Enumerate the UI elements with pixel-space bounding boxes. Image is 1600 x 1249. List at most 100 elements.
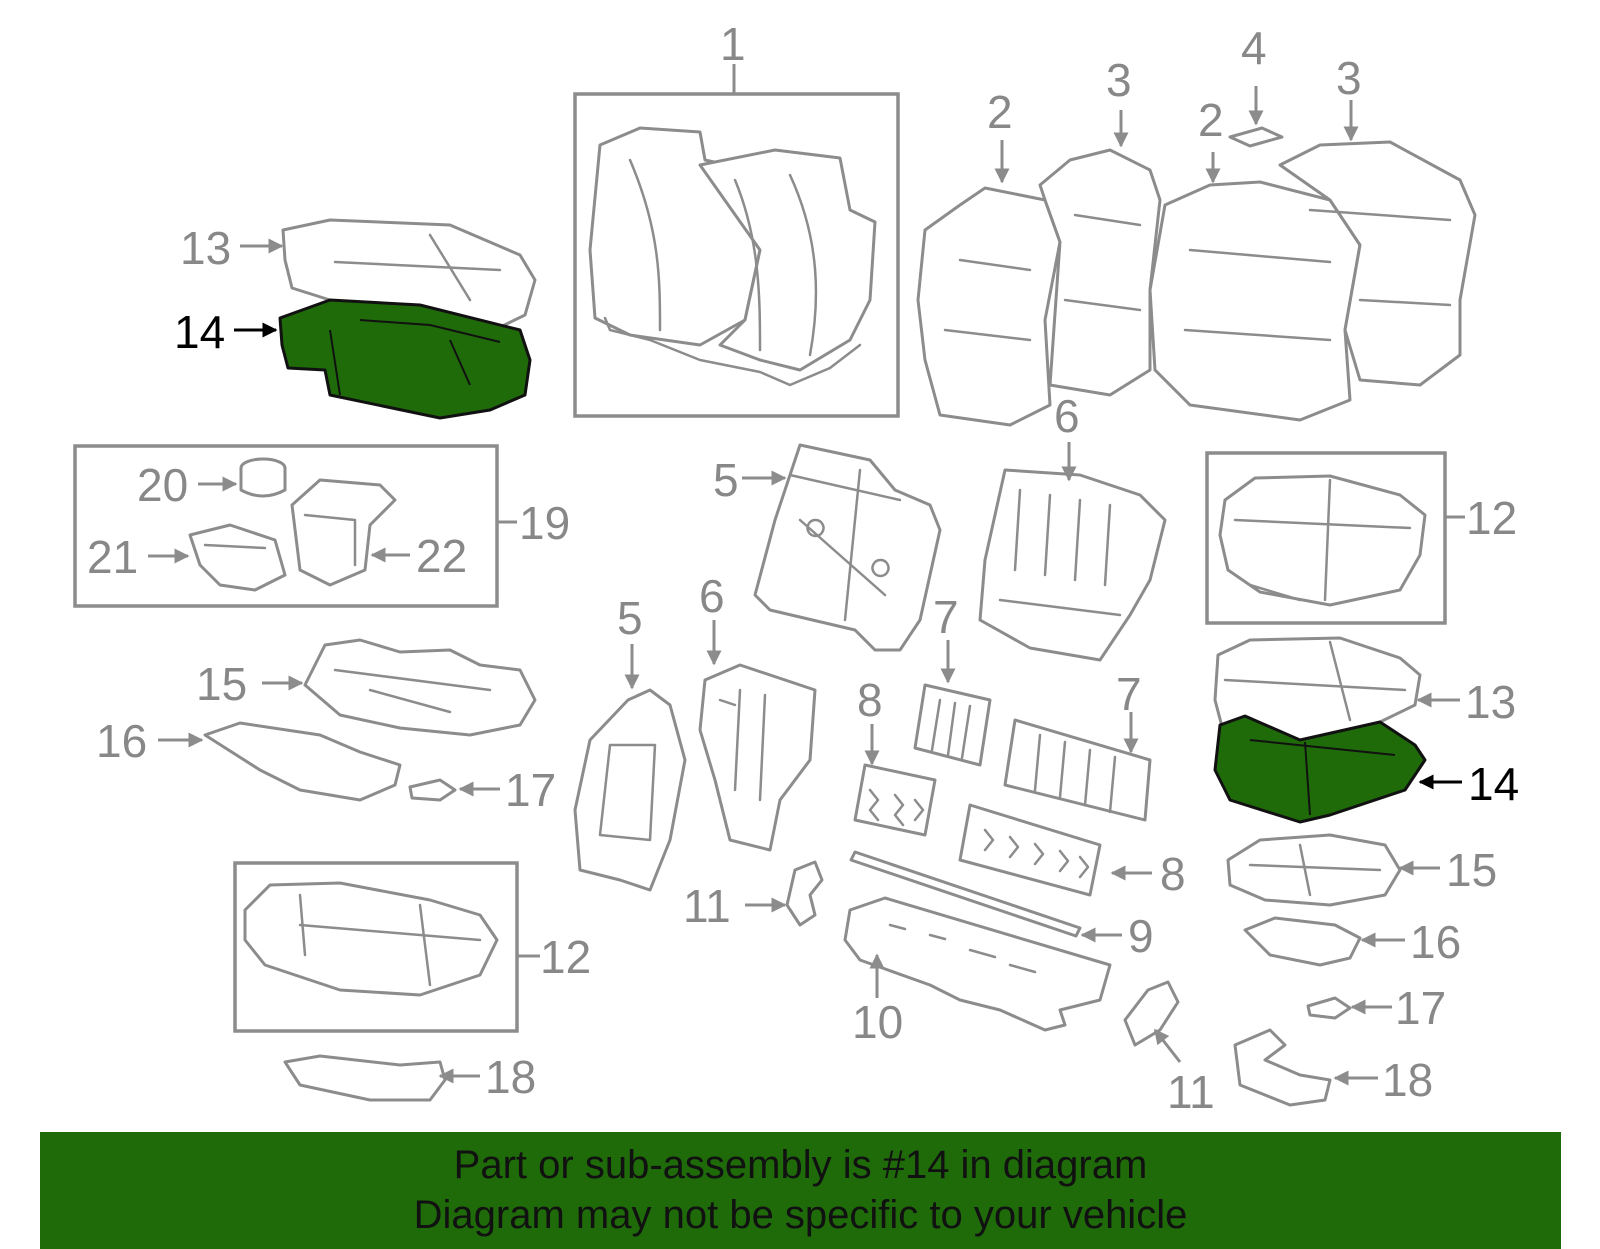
spring-panel-7-right bbox=[1003, 718, 1152, 822]
box-1 bbox=[573, 92, 900, 418]
box-19 bbox=[73, 444, 499, 608]
frame-5-upper-detail bbox=[788, 468, 902, 622]
clip-11-lower bbox=[1123, 980, 1180, 1047]
label-15-left: 15 bbox=[196, 658, 247, 710]
box-12-left bbox=[233, 861, 519, 1033]
cup-ring-body-20 bbox=[239, 468, 287, 498]
spring-panel-7-right-ribs bbox=[1033, 733, 1117, 814]
label-19: 19 bbox=[519, 497, 570, 549]
label-3b: 3 bbox=[1336, 52, 1362, 104]
seat-cushion-right-seams bbox=[1233, 478, 1412, 602]
frame-6-lower bbox=[698, 663, 817, 852]
label-21: 21 bbox=[87, 531, 138, 583]
cup-holder-21 bbox=[188, 523, 287, 592]
label-5a: 5 bbox=[713, 454, 739, 506]
springs-7 bbox=[913, 683, 1152, 822]
seat-back-frame-5-lower bbox=[573, 688, 687, 892]
clip-17-right bbox=[1306, 996, 1352, 1020]
cushion-cover-right-seams bbox=[1223, 640, 1407, 722]
label-12-left: 12 bbox=[540, 931, 591, 983]
seat-back-cover-left bbox=[916, 186, 1062, 427]
frame-5-upper bbox=[753, 443, 942, 652]
label-6a: 6 bbox=[1054, 390, 1080, 442]
frame-5-lower bbox=[573, 688, 687, 892]
seat-back-cover-right bbox=[1148, 180, 1362, 422]
label-14-right: 14 bbox=[1468, 758, 1519, 810]
spring-8-right bbox=[958, 803, 1102, 897]
bracket-10 bbox=[843, 896, 1112, 1032]
label-18-left: 18 bbox=[485, 1051, 536, 1103]
head-restraint-guide bbox=[1228, 126, 1284, 148]
bracket-16-right bbox=[1243, 916, 1362, 967]
frame-6-upper-ribs bbox=[998, 488, 1122, 617]
seat-back-pad-left bbox=[1038, 148, 1162, 397]
info-banner: Part or sub-assembly is #14 in diagram D… bbox=[40, 1132, 1561, 1249]
label-3a: 3 bbox=[1106, 54, 1132, 106]
trim-18-right bbox=[1233, 1028, 1332, 1107]
label-12-right: 12 bbox=[1466, 492, 1517, 544]
label-11b: 11 bbox=[1167, 1066, 1215, 1118]
banner-line-2: Diagram may not be specific to your vehi… bbox=[413, 1193, 1188, 1237]
clip-17-left bbox=[408, 778, 457, 802]
leader-11b bbox=[1153, 1028, 1182, 1063]
label-11a: 11 bbox=[683, 880, 731, 932]
frame-10 bbox=[843, 896, 1112, 1032]
banner-line-1: Part or sub-assembly is #14 in diagram bbox=[453, 1143, 1148, 1187]
cushion-frame-right bbox=[1226, 833, 1402, 907]
rod-9 bbox=[849, 850, 1082, 938]
label-16-right: 16 bbox=[1410, 916, 1461, 968]
cushion-pad-right-detail bbox=[1249, 739, 1396, 816]
seat-back-frame-6-upper bbox=[978, 468, 1167, 662]
label-9: 9 bbox=[1128, 910, 1154, 962]
right-cushion-frame-15 bbox=[1226, 833, 1402, 907]
label-4: 4 bbox=[1241, 22, 1267, 74]
left-bracket-16 bbox=[203, 721, 402, 802]
spring-8-left bbox=[853, 763, 937, 837]
spring-panel-7-left-ribs bbox=[930, 698, 972, 760]
cup-holder-detail bbox=[203, 513, 357, 567]
label-18-right: 18 bbox=[1382, 1054, 1433, 1106]
label-1: 1 bbox=[720, 18, 746, 70]
left-cushion-frame-15 bbox=[303, 638, 537, 737]
label-13-right: 13 bbox=[1465, 676, 1516, 728]
label-7b: 7 bbox=[1116, 668, 1142, 720]
label-6b: 6 bbox=[699, 570, 725, 622]
frame-6-upper bbox=[978, 468, 1167, 662]
seat-back-frame-5-upper bbox=[753, 443, 942, 652]
label-10: 10 bbox=[852, 996, 903, 1048]
seat-back-stitching bbox=[628, 158, 818, 357]
spring-8-right-zigzag bbox=[983, 828, 1090, 879]
seat-back-seams bbox=[943, 208, 1452, 342]
label-17-left: 17 bbox=[505, 764, 556, 816]
seat-back-pad-right bbox=[1278, 140, 1477, 387]
trim-18-left bbox=[283, 1054, 447, 1102]
label-14-left: 14 bbox=[174, 306, 225, 358]
cushion-frame-left-detail bbox=[333, 668, 492, 714]
label-17-right: 17 bbox=[1395, 982, 1446, 1034]
label-20: 20 bbox=[137, 459, 188, 511]
label-22: 22 bbox=[416, 530, 467, 582]
seat-cushion-left-seams bbox=[298, 893, 482, 987]
bracket-16-left bbox=[203, 721, 402, 802]
label-2b: 2 bbox=[1198, 94, 1224, 146]
label-15-right: 15 bbox=[1446, 844, 1497, 896]
cushion-frame-left bbox=[303, 638, 537, 737]
highlighted-cushion-pad-14-left bbox=[278, 298, 532, 420]
clip-11-middle bbox=[785, 860, 824, 927]
seat-cushion-right bbox=[1218, 474, 1427, 607]
cushion-cover-left-seams bbox=[333, 233, 502, 302]
spring-8-left-zigzag bbox=[868, 788, 925, 827]
label-13-left: 13 bbox=[180, 222, 231, 274]
callout-12-left-box bbox=[233, 861, 540, 1033]
label-7a: 7 bbox=[933, 591, 959, 643]
cushion-frame-right-detail bbox=[1248, 843, 1382, 897]
label-16-left: 16 bbox=[96, 715, 147, 767]
seat-back-covers bbox=[916, 126, 1477, 427]
callout-12-right-box bbox=[1205, 451, 1465, 625]
cushion-pad-left bbox=[278, 298, 532, 420]
label-2a: 2 bbox=[987, 86, 1013, 138]
callout-1-seat-back-assembly bbox=[573, 64, 900, 418]
box-12-right bbox=[1205, 451, 1447, 625]
label-8a: 8 bbox=[857, 674, 883, 726]
